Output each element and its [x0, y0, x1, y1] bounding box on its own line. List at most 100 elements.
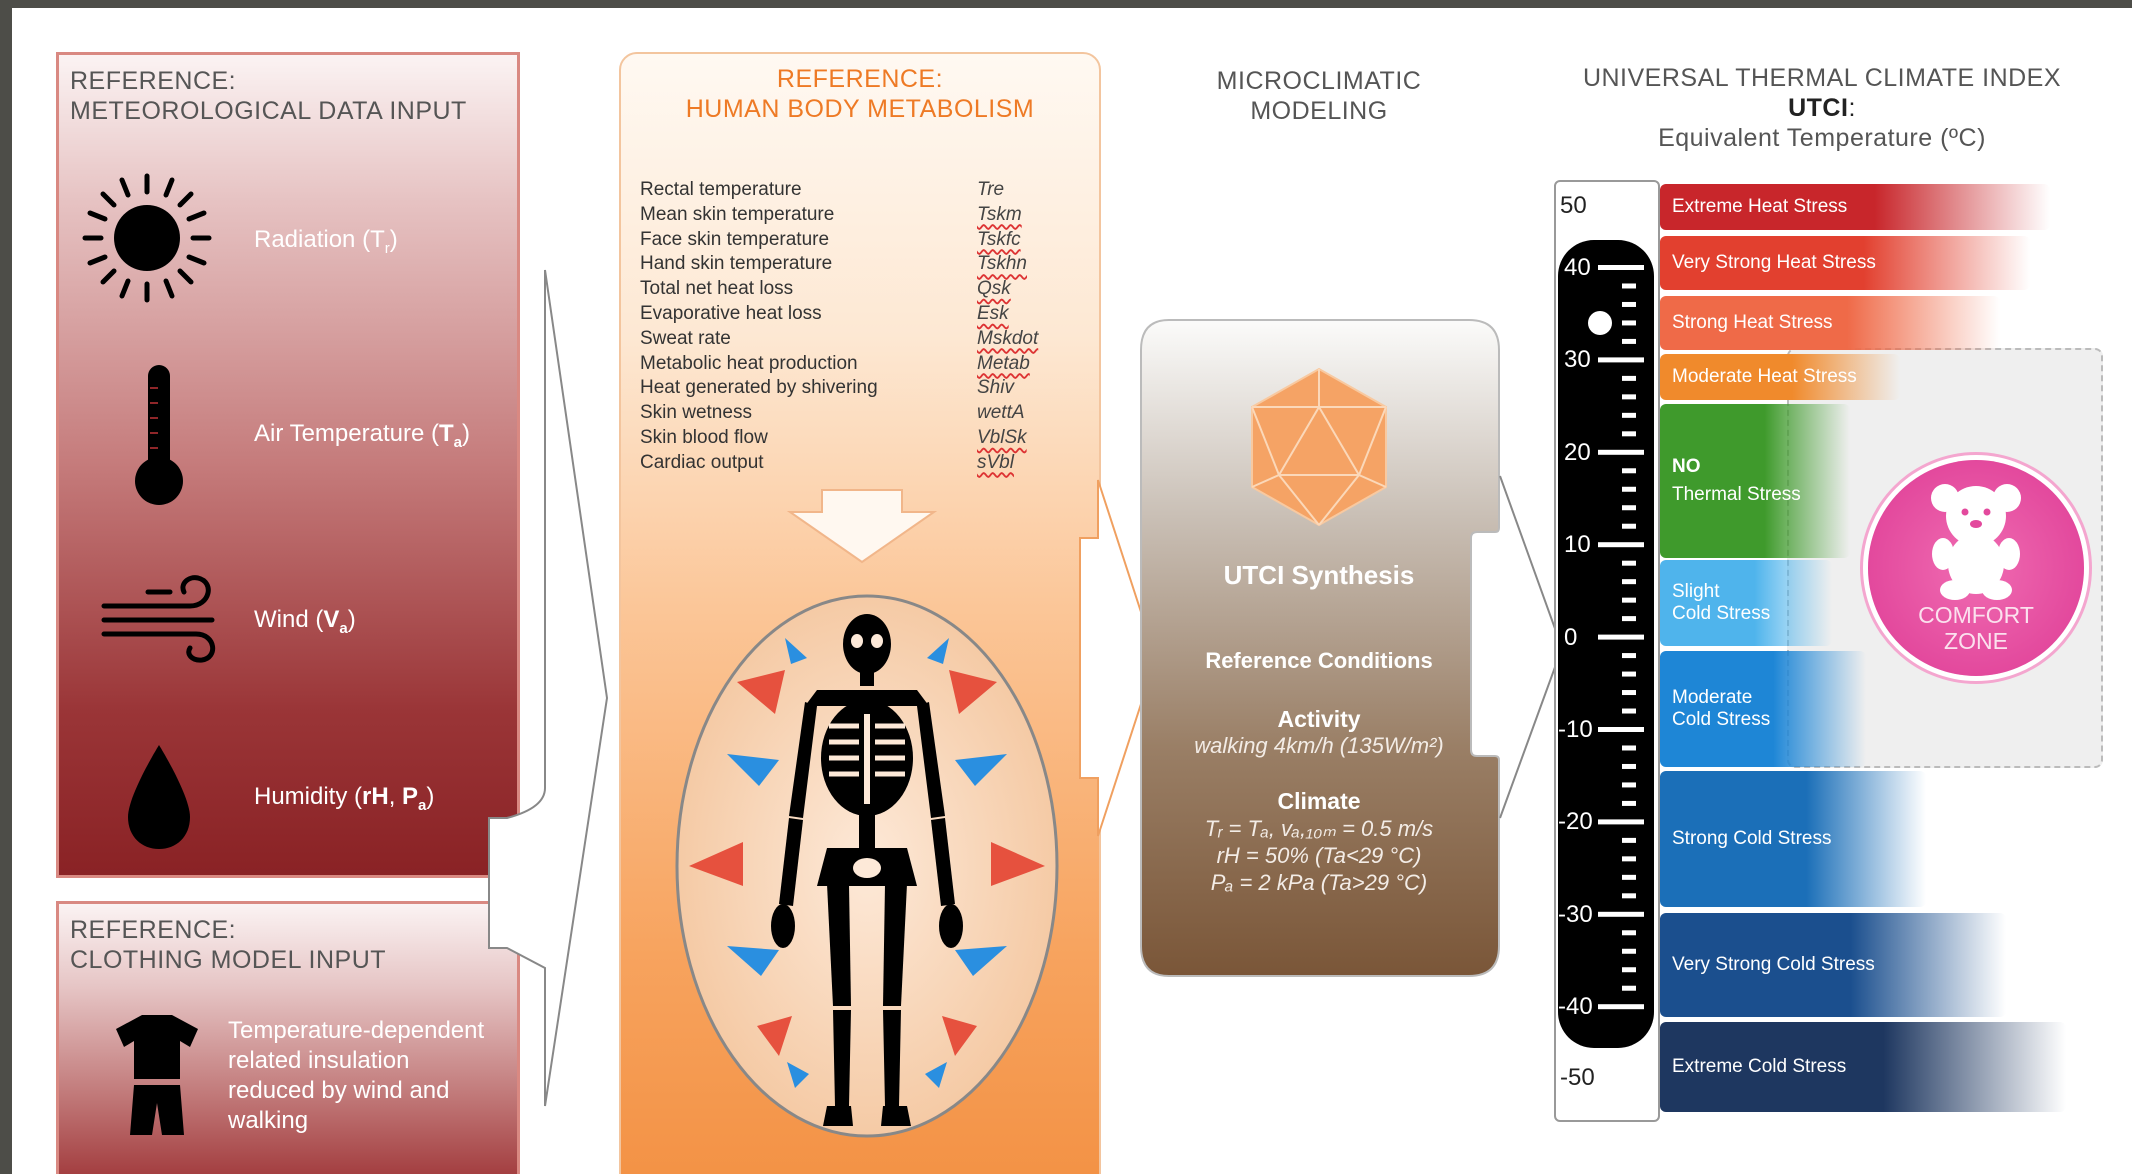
climate-line1: Tᵣ = Tₐ, vₐ,₁₀ₘ = 0.5 m/s: [1139, 816, 1499, 842]
variable-abbreviation: Mskdot: [977, 328, 1038, 350]
major-tick: [1598, 450, 1644, 455]
minor-tick: [1622, 893, 1636, 898]
stress-band-label: Extreme Cold Stress: [1672, 1056, 1846, 1078]
stress-band: Very Strong Cold Stress: [1660, 913, 2006, 1017]
climate-line2: rH = 50% (Ta<29 °C): [1139, 843, 1499, 869]
clothing-title: REFERENCE: CLOTHING MODEL INPUT: [70, 915, 386, 975]
activity-label: Activity: [1139, 706, 1499, 733]
met-title-line1: REFERENCE:: [70, 66, 467, 96]
scale-tick-label: 40: [1564, 254, 1591, 282]
minor-tick: [1622, 339, 1636, 344]
variable-name: Heat generated by shivering: [640, 377, 878, 399]
major-tick: [1598, 542, 1644, 547]
variable-abbreviation: Esk: [977, 303, 1009, 325]
major-tick: [1598, 912, 1644, 917]
metabolism-title: REFERENCE: HUMAN BODY METABOLISM: [619, 64, 1101, 124]
micro-title-line1: MICROCLIMATIC: [1139, 66, 1499, 96]
minor-tick: [1622, 653, 1636, 658]
clothing-line2: related insulation: [228, 1046, 484, 1076]
stress-band: Strong Cold Stress: [1660, 771, 1926, 907]
minor-tick: [1622, 782, 1636, 787]
variable-abbreviation: VblSk: [977, 427, 1027, 449]
micro-title: MICROCLIMATIC MODELING: [1139, 66, 1499, 126]
minor-tick: [1622, 709, 1636, 714]
stress-band-label-line: Slight: [1672, 581, 1770, 603]
variable-abbreviation: Qsk: [977, 278, 1011, 300]
minor-tick: [1622, 320, 1636, 325]
minor-tick: [1622, 283, 1636, 288]
climate-line3: Pₐ = 2 kPa (Ta>29 °C): [1139, 870, 1499, 896]
scale-tick-label: 0: [1564, 624, 1577, 652]
scale-tick-label: 10: [1564, 531, 1591, 559]
minor-tick: [1622, 413, 1636, 418]
variable-name: Cardiac output: [640, 452, 764, 474]
comfort-zone-line2: ZONE: [1868, 628, 2084, 654]
major-tick: [1598, 727, 1644, 732]
stress-band: ModerateCold Stress: [1660, 651, 1866, 767]
minor-tick: [1622, 524, 1636, 529]
stress-band-label: Very Strong Heat Stress: [1672, 252, 1876, 274]
minor-tick: [1622, 967, 1636, 972]
icosahedron-icon: [1244, 365, 1394, 530]
utci-title-line3: Equivalent Temperature (ºC): [1572, 123, 2072, 153]
scale-tick-label: -20: [1558, 808, 1593, 836]
variable-name: Face skin temperature: [640, 229, 829, 251]
metabolism-title-line1: REFERENCE:: [619, 64, 1101, 94]
humidity-label: Humidity (rH, Pa): [254, 783, 434, 814]
major-tick: [1598, 1004, 1644, 1009]
activity-value: walking 4km/h (135W/m²): [1139, 733, 1499, 759]
utci-synthesis-label: UTCI Synthesis: [1139, 560, 1499, 591]
minor-tick: [1622, 764, 1636, 769]
scale-tick-label: -30: [1558, 901, 1593, 929]
stress-band: Very Strong Heat Stress: [1660, 236, 2030, 290]
variable-abbreviation: Tre: [977, 179, 1004, 201]
minor-tick: [1622, 672, 1636, 677]
minor-tick: [1622, 468, 1636, 473]
minor-tick: [1622, 302, 1636, 307]
minor-tick: [1622, 875, 1636, 880]
reference-conditions-label: Reference Conditions: [1139, 648, 1499, 674]
stress-band-label-line: Moderate: [1672, 687, 1770, 709]
minor-tick: [1622, 505, 1636, 510]
air-temperature-label: Air Temperature (Ta): [254, 420, 470, 451]
major-tick: [1598, 357, 1644, 362]
minor-tick: [1622, 745, 1636, 750]
variable-abbreviation: Metab: [977, 353, 1030, 375]
stress-band-label: Moderate Heat Stress: [1672, 366, 1857, 388]
stress-band-label: Very Strong Cold Stress: [1672, 954, 1875, 976]
minor-tick: [1622, 561, 1636, 566]
wind-icon: [100, 568, 225, 668]
stress-band-label: Strong Heat Stress: [1672, 312, 1833, 334]
minor-tick: [1622, 579, 1636, 584]
variable-name: Total net heat loss: [640, 278, 793, 300]
scale-tick-label: 30: [1564, 346, 1591, 374]
variable-abbreviation: sVbl: [977, 452, 1014, 474]
humidity-drop-icon: [124, 743, 194, 853]
met-title-line2: METEOROLOGICAL DATA INPUT: [70, 96, 467, 126]
met-title: REFERENCE: METEOROLOGICAL DATA INPUT: [70, 66, 467, 126]
variable-abbreviation: wettA: [977, 402, 1025, 424]
diagram-canvas: REFERENCE: METEOROLOGICAL DATA INPUT Rad…: [12, 8, 2132, 1174]
minor-tick: [1622, 616, 1636, 621]
comfort-zone-line1: COMFORT: [1868, 602, 2084, 628]
minor-tick: [1622, 856, 1636, 861]
down-arrow-icon: [782, 486, 942, 566]
human-body-illustration: [667, 586, 1067, 1146]
variable-name: Rectal temperature: [640, 179, 802, 201]
minor-tick: [1622, 394, 1636, 399]
variable-abbreviation: Tskhn: [977, 253, 1027, 275]
variable-name: Skin wetness: [640, 402, 752, 424]
minor-tick: [1622, 431, 1636, 436]
tshirt-shorts-icon: [114, 1013, 200, 1138]
clothing-line4: walking: [228, 1106, 484, 1136]
teddy-bear-icon: [1923, 480, 2029, 600]
major-tick: [1598, 635, 1644, 640]
variable-name: Sweat rate: [640, 328, 731, 350]
stress-band-label: Extreme Heat Stress: [1672, 196, 1847, 218]
stress-band: Strong Heat Stress: [1660, 296, 2000, 350]
variable-name: Metabolic heat production: [640, 353, 858, 375]
